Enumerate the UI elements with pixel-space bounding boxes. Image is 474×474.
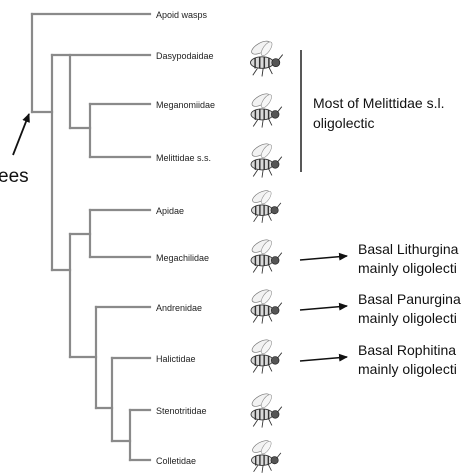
- arrow-right-icon: [299, 252, 348, 261]
- taxon-label-apoid-wasps: Apoid wasps: [156, 10, 208, 20]
- bee-icon: [249, 187, 282, 224]
- bee-icon: [249, 390, 283, 429]
- taxon-label-dasypodaidae: Dasypodaidae: [156, 51, 214, 61]
- taxon-label-halictidae: Halictidae: [156, 354, 196, 364]
- root-label: ees: [0, 166, 29, 187]
- annotation-megachilidae-line1: Basal Lithurgina: [358, 241, 459, 257]
- bee-icon: [248, 37, 284, 78]
- bee-icon: [249, 90, 283, 129]
- branch-melittidae-clade: [50, 53, 72, 130]
- annotation-megachilidae-line2: mainly oligolecti: [358, 260, 457, 276]
- taxon-label-colletidae: Colletidae: [156, 456, 196, 466]
- taxon-label-andrenidae: Andrenidae: [156, 303, 202, 313]
- bee-icon: [249, 336, 283, 375]
- bee-illustrations: [248, 37, 284, 474]
- taxon-label-megachilidae: Megachilidae: [156, 253, 209, 263]
- bee-icon: [249, 236, 283, 275]
- annotation-andrenidae-line1: Basal Panurgina: [358, 291, 461, 307]
- bee-icon: [249, 286, 283, 325]
- taxon-label-stenotritidae: Stenotritidae: [156, 406, 207, 416]
- bee-icon: [249, 140, 283, 179]
- tree-branches: [30, 12, 152, 462]
- annotation-halictidae-line1: Basal Rophitina: [358, 342, 456, 358]
- annotation-halictidae-line2: mainly oligolecti: [358, 361, 457, 377]
- taxon-label-melittidae-ss: Melittidae s.s.: [156, 153, 211, 163]
- arrow-right-icon: [299, 302, 348, 311]
- taxon-labels: Apoid wasps Dasypodaidae Meganomiidae Me…: [156, 10, 215, 466]
- taxon-label-apidae: Apidae: [156, 206, 184, 216]
- annotation-andrenidae-line2: mainly oligolecti: [358, 310, 457, 326]
- annotation-melittidae-line2: oligolectic: [313, 115, 374, 131]
- arrow-right-icon: [299, 353, 348, 362]
- bee-icon: [249, 437, 282, 474]
- taxon-label-meganomiidae: Meganomiidae: [156, 100, 215, 110]
- arrow-up-icon: [12, 113, 30, 156]
- annotation-melittidae-line1: Most of Melittidae s.l.: [313, 95, 445, 111]
